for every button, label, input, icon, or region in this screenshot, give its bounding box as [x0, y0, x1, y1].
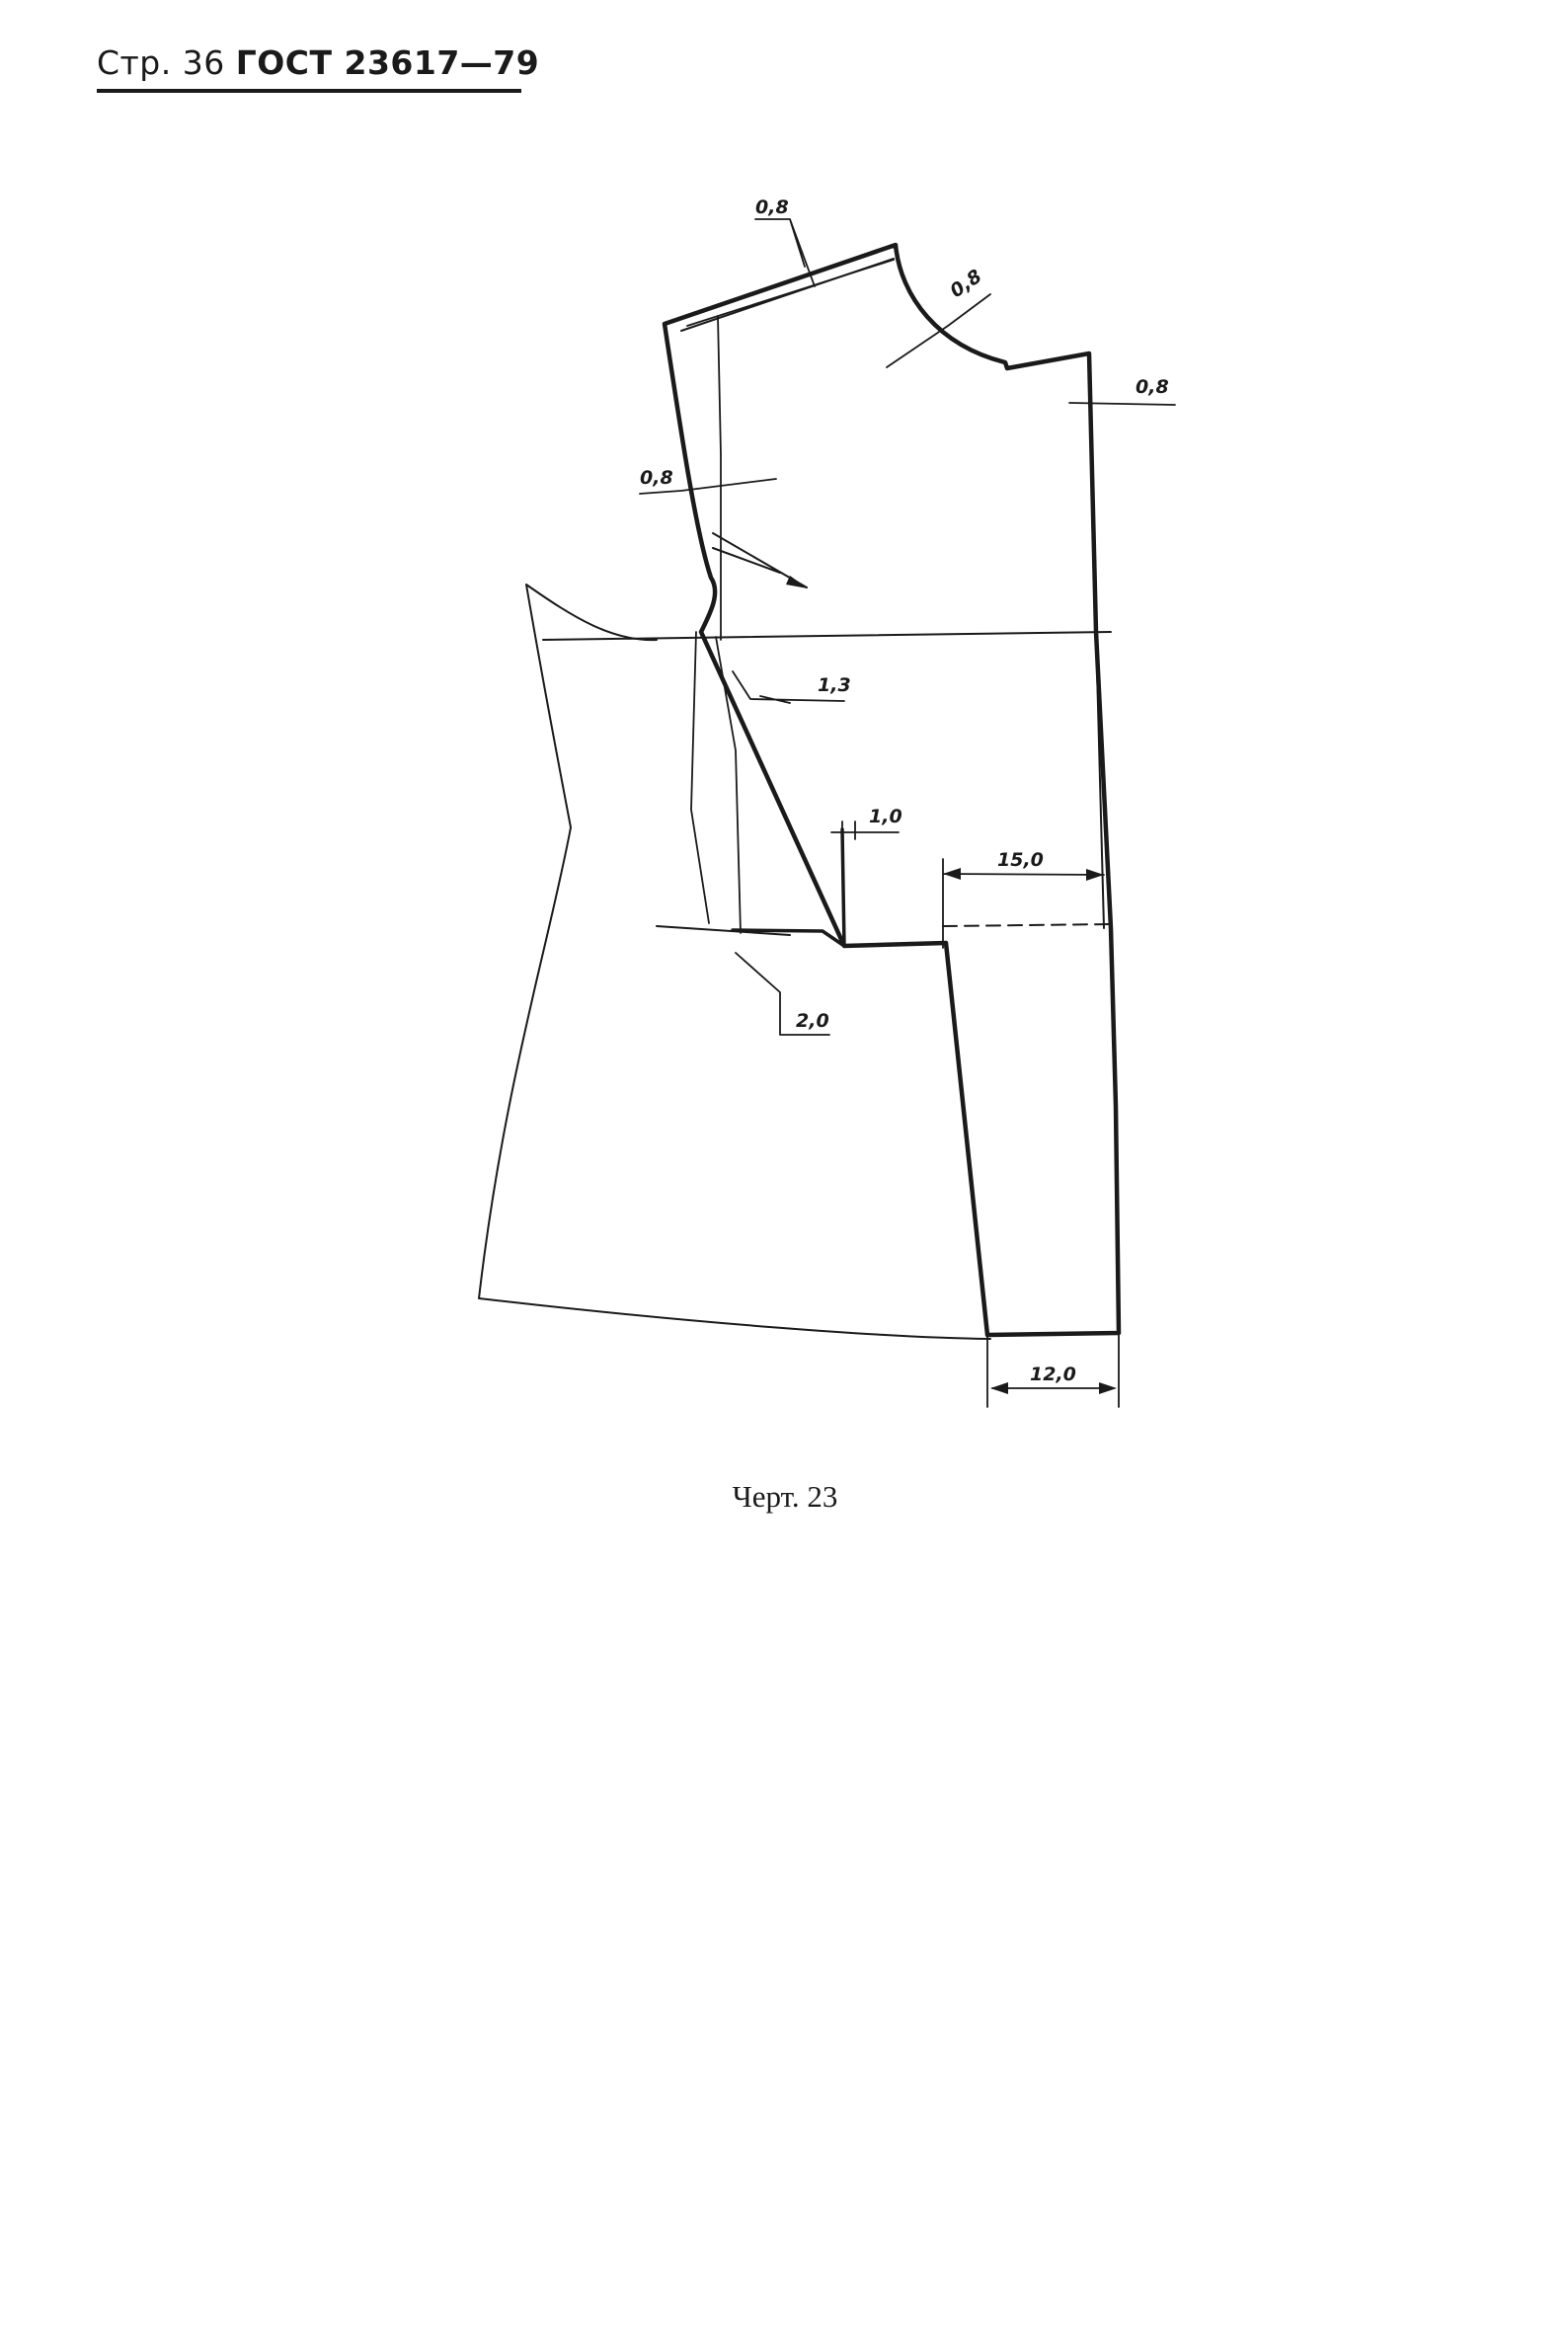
lower-panel-outline	[478, 584, 991, 1340]
standard-number: ГОСТ 23617—79	[235, 43, 540, 82]
header-text: Стр. 36 ГОСТ 23617—79	[97, 43, 539, 83]
arrow-waist-right	[1086, 869, 1104, 881]
chest-line	[542, 631, 1112, 641]
dim-armhole-lines	[639, 478, 777, 495]
dim-label-hem-width: 12,0	[1030, 1364, 1076, 1385]
waist-construction	[656, 925, 791, 936]
figure-caption: Черт. 23	[732, 1479, 838, 1514]
waist-dashed-line	[942, 923, 1112, 927]
header-rule	[97, 89, 521, 93]
page-number: Стр. 36	[97, 43, 225, 82]
inner-construction-line	[717, 315, 722, 641]
dart-line-upper	[699, 630, 846, 948]
main-outline-inner	[680, 258, 1105, 929]
arrow-hem-left	[990, 1382, 1008, 1394]
dim-waist-width-lines	[942, 858, 1105, 949]
arrow-armhole	[786, 576, 808, 588]
dim-label-armhole: 0,8	[640, 467, 673, 489]
dim-hem-width-lines	[986, 1334, 1120, 1408]
dim-dart-side-lines	[830, 820, 900, 840]
dim-label-neckline: 0,8	[946, 266, 985, 302]
dim-armhole-lower-lines	[732, 670, 845, 704]
main-outline	[662, 242, 1122, 1338]
arrow-hem-right	[1099, 1382, 1117, 1394]
dart-line-lower	[731, 827, 846, 948]
page-header: Стр. 36 ГОСТ 23617—79	[97, 43, 539, 99]
dim-neckline-lines	[886, 293, 991, 368]
dim-label-shoulder-top: 0,8	[755, 196, 789, 218]
dim-label-center-top: 0,8	[1136, 376, 1169, 398]
dim-shoulder-top-lines	[754, 218, 816, 287]
dim-label-dart-side: 1,0	[869, 806, 902, 827]
dart-construction	[690, 631, 742, 934]
dim-label-dart-lower: 2,0	[796, 1010, 829, 1032]
arrow-waist-left	[943, 868, 961, 880]
dim-center-top-lines	[1068, 402, 1176, 406]
dim-label-waist-width: 15,0	[997, 849, 1044, 871]
dim-dart-lower-lines	[735, 952, 830, 1036]
dim-label-armhole-lower: 1,3	[818, 674, 851, 696]
